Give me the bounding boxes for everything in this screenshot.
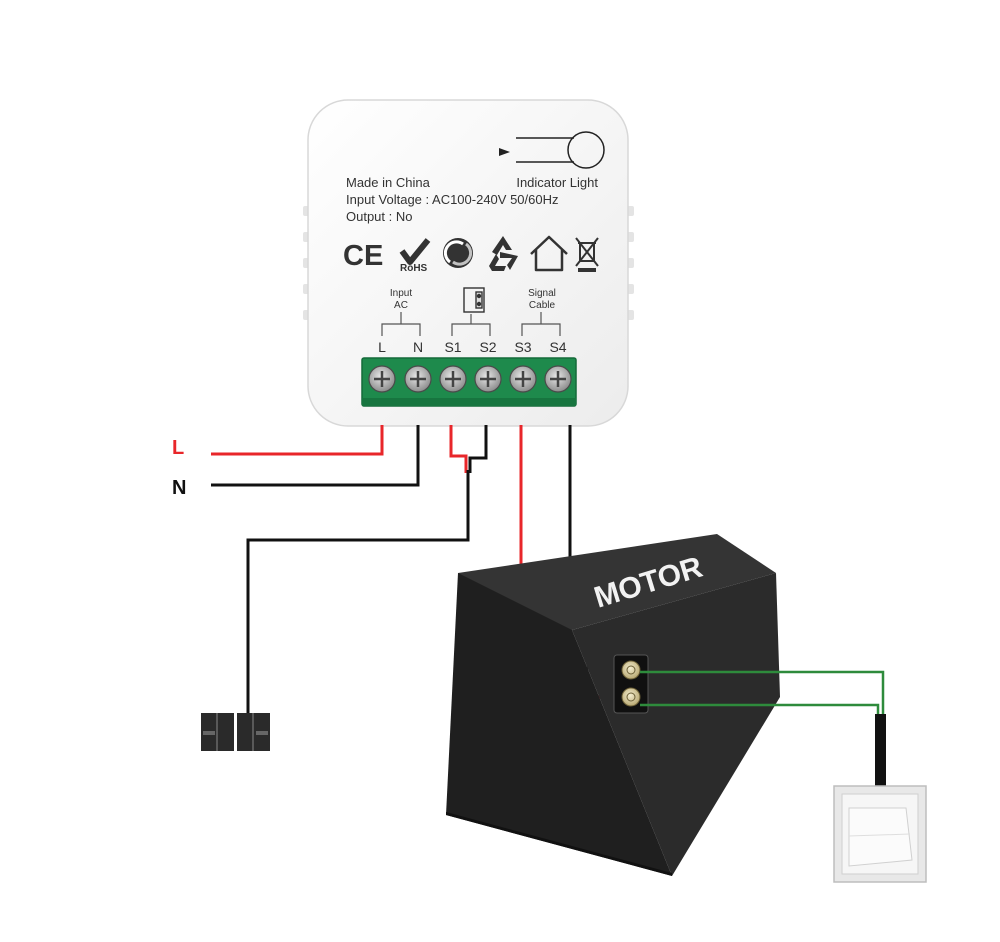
neutral-label: N (172, 477, 186, 499)
terminal-s1-label: S1 (444, 339, 461, 355)
terminal-screw-s4 (544, 365, 572, 393)
output-label: Output : No (346, 209, 412, 224)
s2-wire (468, 425, 488, 473)
terminal-n-label: N (413, 339, 423, 355)
live-wire (211, 425, 384, 456)
green-dot-icon (443, 238, 473, 268)
svg-text:RoHS: RoHS (400, 263, 428, 274)
terminal-brackets (381, 312, 561, 336)
relay-contact-icon (463, 287, 485, 313)
weee-bin-icon (575, 237, 599, 272)
signal-wires (640, 670, 885, 716)
cable-group-label: Cable (529, 300, 556, 311)
motor-connector (613, 654, 649, 714)
motor-box: MOTOR (446, 534, 780, 876)
recycle-icon (489, 236, 518, 271)
terminal-screw-n (404, 365, 432, 393)
terminal-screw-l (368, 365, 396, 393)
ce-mark-icon: CE (343, 240, 383, 272)
terminal-screw-s1 (439, 365, 467, 393)
neutral-wire (211, 425, 420, 487)
wall-switch-icon (833, 785, 927, 883)
terminal-s3-label: S3 (514, 339, 531, 355)
smart-switch-module: Made in China Indicator Light Input Volt… (303, 99, 634, 427)
switch-cable (875, 714, 886, 790)
terminal-screw-s3 (509, 365, 537, 393)
terminal-s2-label: S2 (479, 339, 496, 355)
terminal-screw-s2 (474, 365, 502, 393)
indicator-light-label: Indicator Light (516, 175, 598, 190)
house-icon (530, 235, 568, 272)
indicator-light-icon (499, 131, 605, 169)
door-sensor-icon (201, 713, 270, 751)
input-voltage-label: Input Voltage : AC100-240V 50/60Hz (346, 192, 559, 207)
terminal-block (361, 357, 577, 407)
input-group-label: Input (390, 288, 412, 299)
rohs-icon: RoHS (399, 238, 431, 274)
ac-group-label: AC (394, 300, 408, 311)
signal-group-label: Signal (528, 288, 556, 299)
terminal-l-label: L (378, 339, 386, 355)
terminal-s4-label: S4 (549, 339, 566, 355)
sensor-wire (246, 470, 470, 715)
s1-wire (449, 425, 468, 473)
made-in-label: Made in China (346, 175, 431, 190)
live-label: L (172, 437, 184, 459)
